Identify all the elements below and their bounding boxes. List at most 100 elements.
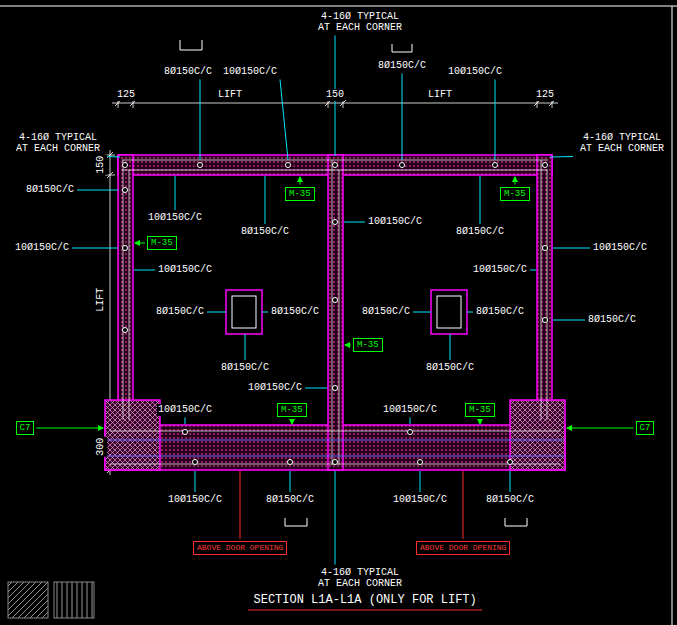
hatch-legend-boxes — [54, 582, 94, 618]
leader-line — [463, 471, 464, 539]
rebar-dots — [408, 430, 413, 435]
column-sections — [226, 290, 467, 334]
rebar-spacing-label: 10Ø150C/C — [147, 212, 203, 224]
title-underline — [248, 609, 482, 610]
grade-tag: M-35 — [277, 403, 307, 418]
leader-line — [480, 419, 481, 424]
stirrup-line — [105, 440, 565, 441]
leader-line — [300, 177, 301, 185]
bar-shape-icons — [180, 40, 202, 50]
leader-line — [402, 74, 403, 161]
rebar-dots — [183, 430, 188, 435]
tag-text: ABOVE DOOR OPENING — [420, 543, 506, 553]
tag-text: M-35 — [281, 405, 303, 416]
rebar-spacing-label: 10Ø150C/C — [392, 494, 448, 506]
leader-line — [265, 176, 266, 224]
grade-tag: M-35 — [500, 187, 530, 202]
corner-bar-note: 4-16Ø TYPICAL AT EACH CORNER — [313, 11, 407, 34]
rebar-dots — [333, 220, 338, 225]
rebar-dots — [400, 163, 405, 168]
rebar-dots — [493, 163, 498, 168]
rebar-spacing-label: 10Ø150C/C — [472, 264, 528, 276]
hatch-legend-boxes — [8, 582, 94, 618]
rebar-dots — [198, 163, 203, 168]
leader-line — [262, 312, 268, 313]
rebar-spacing-label: 8Ø150C/C — [377, 60, 427, 72]
leader-line — [413, 312, 431, 313]
door-opening-tag: ABOVE DOOR OPENING — [416, 541, 510, 555]
rebar-dots — [123, 328, 128, 333]
tag-text: M-35 — [504, 189, 526, 200]
hatch-legend-boxes — [8, 582, 48, 618]
rebar-dots — [286, 163, 291, 168]
bar-shape-icons — [180, 40, 527, 526]
leader-line — [344, 222, 365, 223]
rebar-dots — [333, 298, 338, 303]
tag-text: ABOVE DOOR OPENING — [197, 543, 283, 553]
dimension-label: LIFT — [427, 89, 453, 101]
rebar-spacing-label: 8Ø150C/C — [220, 362, 270, 374]
title-underline — [248, 610, 482, 611]
leader-line — [175, 176, 176, 210]
leader-line — [207, 312, 226, 313]
leader-line — [515, 177, 516, 185]
leader-line — [107, 156, 120, 158]
rebar-spacing-label: 8Ø150C/C — [455, 226, 505, 238]
rebar-dots — [543, 163, 548, 168]
rebar-dots — [123, 163, 548, 465]
reinforcement-lines — [122, 160, 548, 465]
corner-bar-note: 4-16Ø TYPICAL AT EACH CORNER — [575, 132, 669, 155]
tag-text: M-35 — [357, 340, 379, 351]
dimension-lines — [105, 98, 558, 475]
tag-text: C7 — [640, 423, 651, 434]
leader-line — [510, 471, 511, 492]
dimension-label: 150 — [95, 155, 107, 175]
dimension-label: LIFT — [95, 287, 107, 313]
column-sections — [226, 290, 262, 334]
sheet-frame — [0, 6, 677, 7]
leader-line — [72, 248, 118, 249]
rebar-dots — [543, 318, 548, 323]
leader-line — [290, 471, 291, 492]
corner-bar-note: 4-16Ø TYPICAL AT EACH CORNER — [313, 567, 407, 590]
dimension-label: 125 — [116, 89, 136, 101]
rebar-spacing-label: 10Ø150C/C — [167, 494, 223, 506]
rebar-dots — [288, 460, 293, 465]
tag-text: M-35 — [289, 189, 311, 200]
leader-line — [36, 428, 103, 429]
rebar-dots — [123, 163, 128, 168]
rebar-spacing-label: 8Ø150C/C — [163, 66, 213, 78]
concrete-walls — [537, 155, 552, 425]
concrete-walls — [328, 155, 343, 470]
rebar-dots — [543, 246, 548, 251]
rebar-spacing-label: 10Ø150C/C — [247, 382, 303, 394]
rebar-spacing-label: 8Ø150C/C — [25, 184, 75, 196]
rebar-spacing-label: 8Ø150C/C — [475, 306, 525, 318]
rebar-spacing-label: 10Ø150C/C — [447, 66, 503, 78]
rebar-spacing-label: 10Ø150C/C — [222, 66, 278, 78]
leader-line — [292, 419, 293, 424]
rebar-spacing-label: 10Ø150C/C — [157, 264, 213, 276]
reinforcement-lines — [110, 431, 560, 464]
leader-line — [305, 388, 327, 389]
dimension-label: LIFT — [217, 89, 243, 101]
concrete-walls — [510, 400, 565, 470]
bar-shape-icons — [392, 44, 412, 52]
leader-line — [135, 243, 145, 244]
rebar-spacing-label: 10Ø150C/C — [157, 404, 213, 416]
rebar-spacing-label: 10Ø150C/C — [382, 404, 438, 416]
leader-line — [134, 270, 155, 271]
concrete-walls — [105, 155, 565, 470]
rebar-dots — [418, 460, 423, 465]
corner-bar-note: 4-16Ø TYPICAL AT EACH CORNER — [11, 132, 105, 155]
tag-text: M-35 — [469, 405, 491, 416]
grade-tag: M-35 — [353, 338, 383, 353]
stirrup-line — [105, 440, 565, 456]
rebar-spacing-label: 8Ø150C/C — [587, 314, 637, 326]
leader-line — [553, 320, 585, 321]
column-sections — [232, 296, 256, 328]
leader-line — [530, 270, 536, 271]
leader-line — [550, 156, 573, 158]
leader-line — [420, 471, 421, 492]
